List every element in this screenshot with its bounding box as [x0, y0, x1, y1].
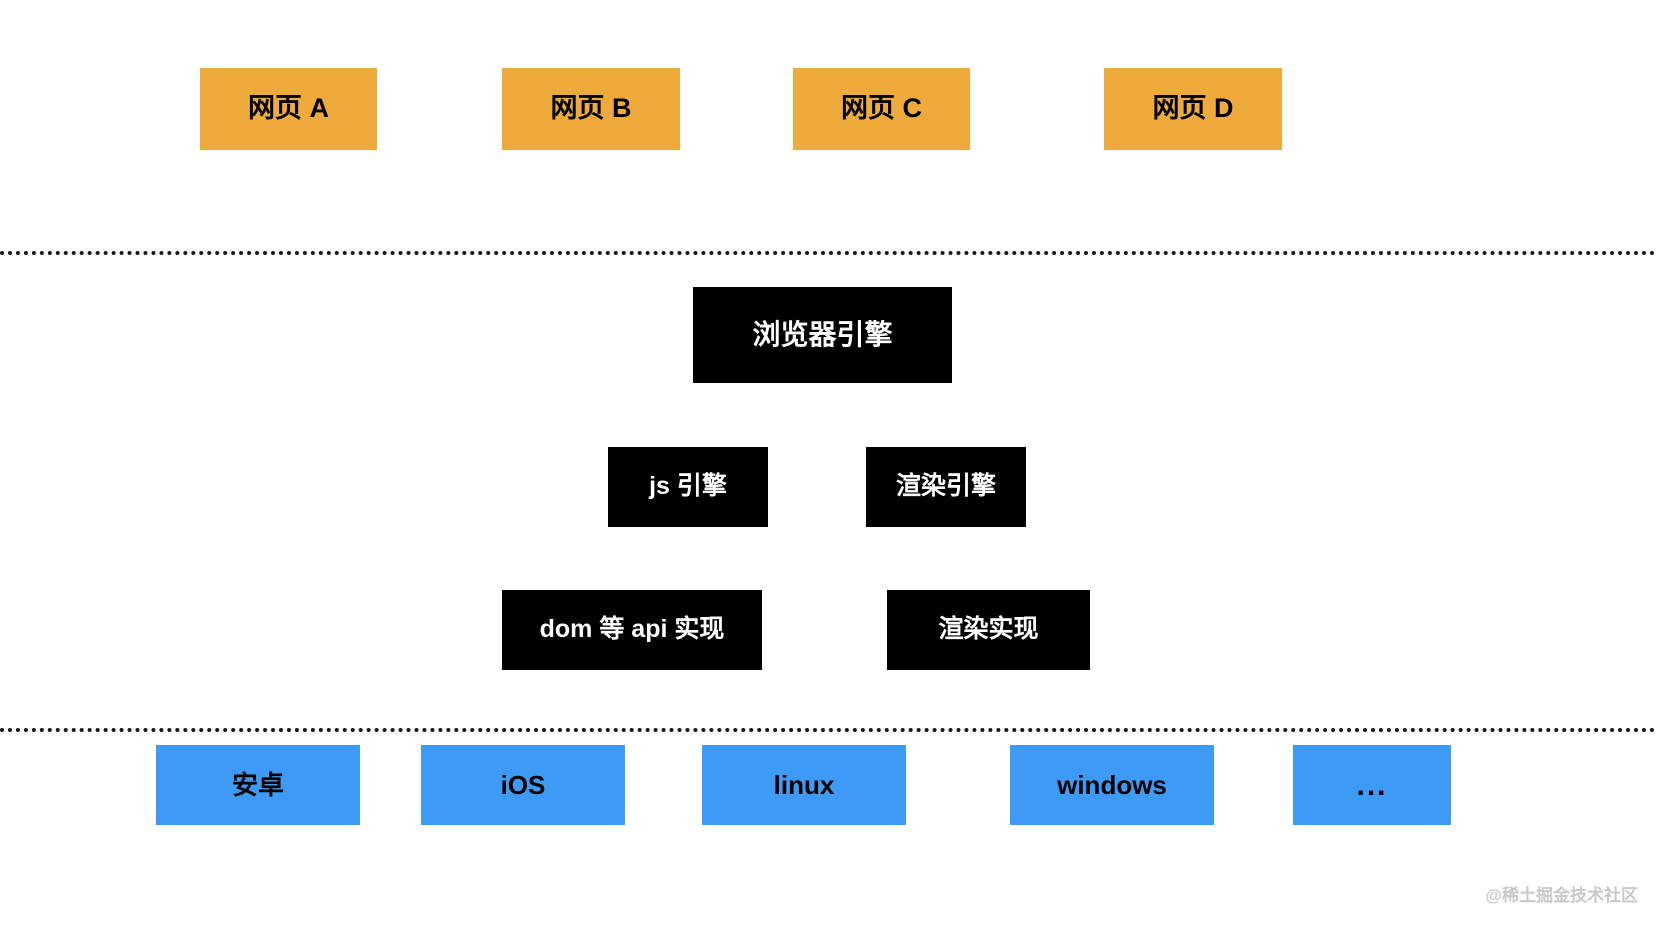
render-impl-box[interactable]: 渲染实现 — [887, 590, 1090, 670]
os-label-linux: linux — [773, 769, 835, 800]
web-page-label-c: 网页 C — [841, 93, 922, 124]
os-box-android[interactable]: 安卓 — [156, 745, 360, 825]
dom-api-impl-label: dom 等 api 实现 — [539, 615, 725, 644]
web-page-box-a[interactable]: 网页 A — [200, 68, 377, 150]
separator-pages-engine — [0, 251, 1656, 255]
watermark-text: @稀土掘金技术社区 — [1485, 886, 1638, 905]
render-engine-label: 渲染引擎 — [895, 472, 996, 501]
render-engine-box[interactable]: 渲染引擎 — [866, 447, 1026, 527]
os-box-windows[interactable]: windows — [1010, 745, 1214, 825]
js-engine-box[interactable]: js 引擎 — [608, 447, 768, 527]
web-page-label-b: 网页 B — [550, 93, 632, 124]
web-page-label-d: 网页 D — [1152, 93, 1234, 124]
os-box-more[interactable]: ... — [1293, 745, 1451, 825]
browser-engine-label: 浏览器引擎 — [752, 318, 893, 350]
watermark: @稀土掘金技术社区 — [1485, 881, 1638, 906]
web-page-box-d[interactable]: 网页 D — [1104, 68, 1282, 150]
os-box-linux[interactable]: linux — [702, 745, 906, 825]
dom-api-impl-box[interactable]: dom 等 api 实现 — [502, 590, 762, 670]
web-page-box-b[interactable]: 网页 B — [502, 68, 680, 150]
web-page-label-a: 网页 A — [248, 93, 329, 124]
js-engine-label: js 引擎 — [649, 472, 727, 501]
os-label-more: ... — [1356, 768, 1388, 802]
os-box-ios[interactable]: iOS — [421, 745, 625, 825]
render-impl-label: 渲染实现 — [938, 615, 1039, 644]
separator-engine-os — [0, 728, 1656, 732]
web-page-box-c[interactable]: 网页 C — [793, 68, 970, 150]
os-label-android: 安卓 — [231, 769, 284, 800]
os-label-windows: windows — [1057, 769, 1167, 800]
browser-engine-box[interactable]: 浏览器引擎 — [693, 287, 952, 383]
os-label-ios: iOS — [500, 769, 546, 800]
